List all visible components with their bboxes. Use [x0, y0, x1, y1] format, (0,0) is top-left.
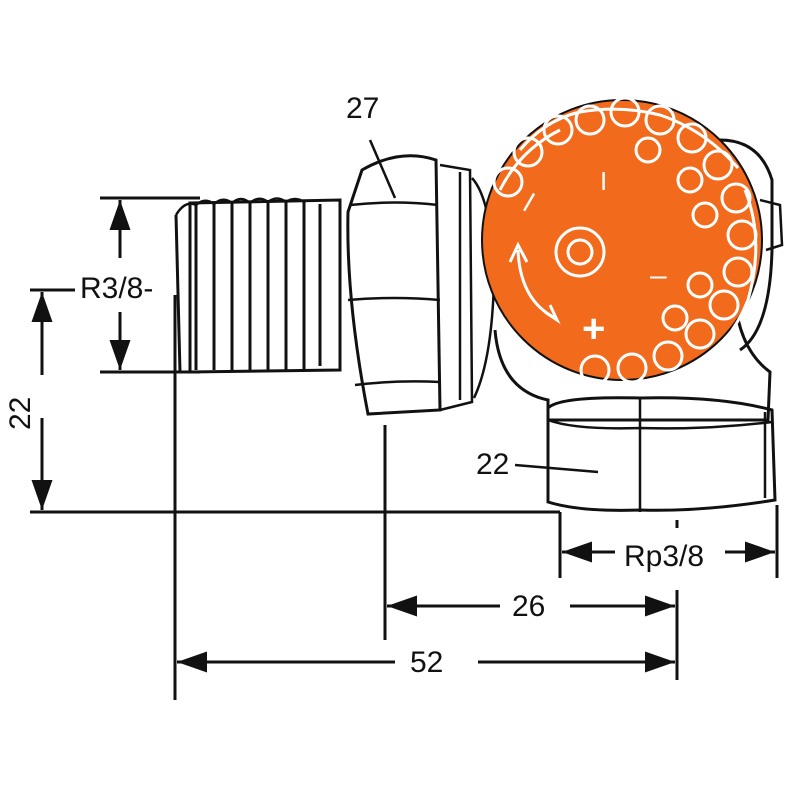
extension-lines	[30, 196, 779, 700]
label-thread-female: Rp3/8	[624, 540, 704, 573]
knob-symbol-dash: –	[650, 259, 667, 292]
leader-lines	[368, 139, 599, 474]
label-thread-male: R3/8-	[80, 272, 153, 305]
hex-nut-top	[346, 154, 496, 416]
valve-body: – I – +	[174, 96, 784, 512]
dimension-lines	[31, 200, 775, 673]
label-hex-bottom: 22	[476, 448, 509, 481]
label-hex-top: 27	[346, 92, 379, 125]
thermostat-knob: – I – +	[481, 96, 763, 386]
label-height: 22	[4, 397, 37, 430]
elbow-body	[493, 138, 784, 512]
knob-symbol-plus: +	[582, 307, 605, 351]
label-offset: 26	[512, 590, 545, 623]
label-overall: 52	[410, 646, 443, 679]
threaded-inlet	[174, 197, 342, 374]
knob-symbol-bar: I	[600, 166, 607, 196]
